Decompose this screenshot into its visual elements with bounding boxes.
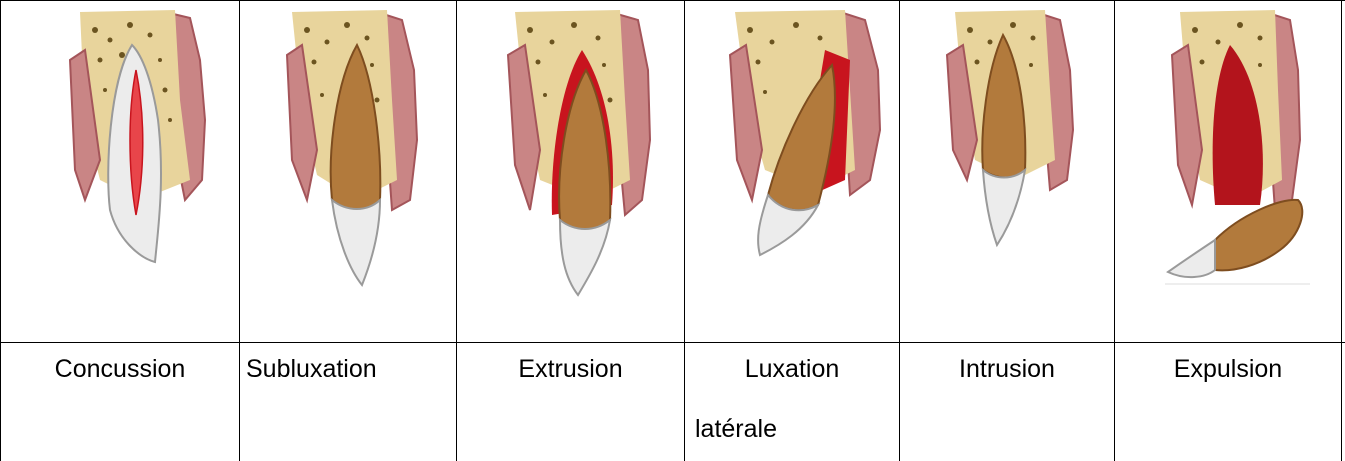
label-concussion: Concussion xyxy=(1,352,239,386)
table-right-border xyxy=(1341,0,1342,461)
column-divider-3 xyxy=(684,0,685,461)
expulsion-tooth-icon xyxy=(1160,0,1340,300)
label-intrusion: Intrusion xyxy=(900,352,1114,386)
column-divider-1 xyxy=(239,0,240,461)
label-expulsion: Expulsion xyxy=(1115,352,1341,386)
table-row-divider xyxy=(0,342,1345,343)
table-left-border xyxy=(0,0,1,461)
subluxation-tooth-icon xyxy=(262,0,452,300)
lateral-luxation-tooth-icon xyxy=(720,0,910,300)
concussion-tooth-icon xyxy=(40,0,230,300)
column-divider-2 xyxy=(456,0,457,461)
intrusion-tooth-icon xyxy=(935,0,1125,300)
label-luxation: Luxation xyxy=(685,352,899,386)
label-subluxation: Subluxation xyxy=(246,352,446,386)
label-extrusion: Extrusion xyxy=(457,352,684,386)
label-laterale: latérale xyxy=(695,412,895,446)
extrusion-tooth-icon xyxy=(490,0,680,300)
